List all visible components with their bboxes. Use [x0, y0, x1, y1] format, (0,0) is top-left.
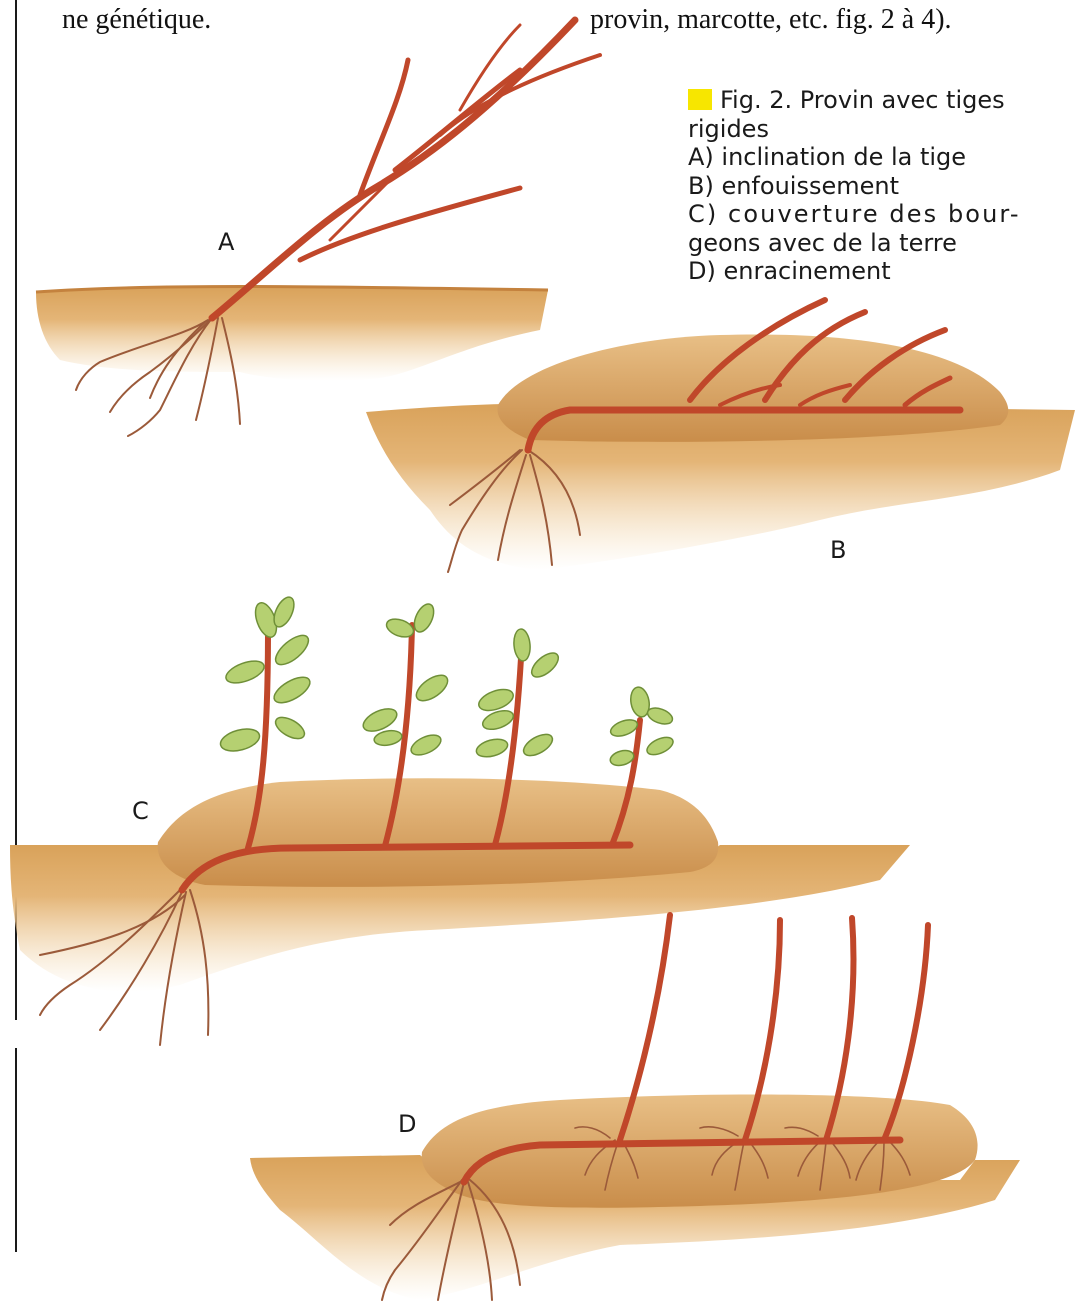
panel-label-a: A [218, 228, 234, 256]
panel-a-soil [36, 287, 548, 381]
caption-step-a: A) inclination de la tige [688, 143, 1068, 172]
caption-title-line-2: rigides [688, 115, 1068, 144]
caption-step-b: B) enfouissement [688, 172, 1068, 201]
panel-label-d: D [398, 1110, 416, 1138]
figure-caption: Fig. 2. Provin avec tiges rigides A) inc… [688, 86, 1068, 286]
caption-step-c-line-2: geons avec de la terre [688, 229, 1068, 258]
caption-step-c-line-1: C) couverture des bour- [688, 200, 1068, 229]
panel-c-mound [158, 778, 719, 887]
panel-label-c: C [132, 797, 149, 825]
panel-a-scene [36, 20, 600, 436]
caption-marker-square-icon [688, 89, 712, 110]
panel-a-stem [212, 20, 600, 318]
caption-step-d: D) enracinement [688, 257, 1068, 286]
panel-label-b: B [830, 536, 846, 564]
panel-c-leaves [218, 594, 676, 768]
panel-d-scene [250, 915, 1020, 1300]
caption-title-line-1: Fig. 2. Provin avec tiges [688, 86, 1068, 115]
caption-title-text-1: Fig. 2. Provin avec tiges [720, 86, 1005, 114]
